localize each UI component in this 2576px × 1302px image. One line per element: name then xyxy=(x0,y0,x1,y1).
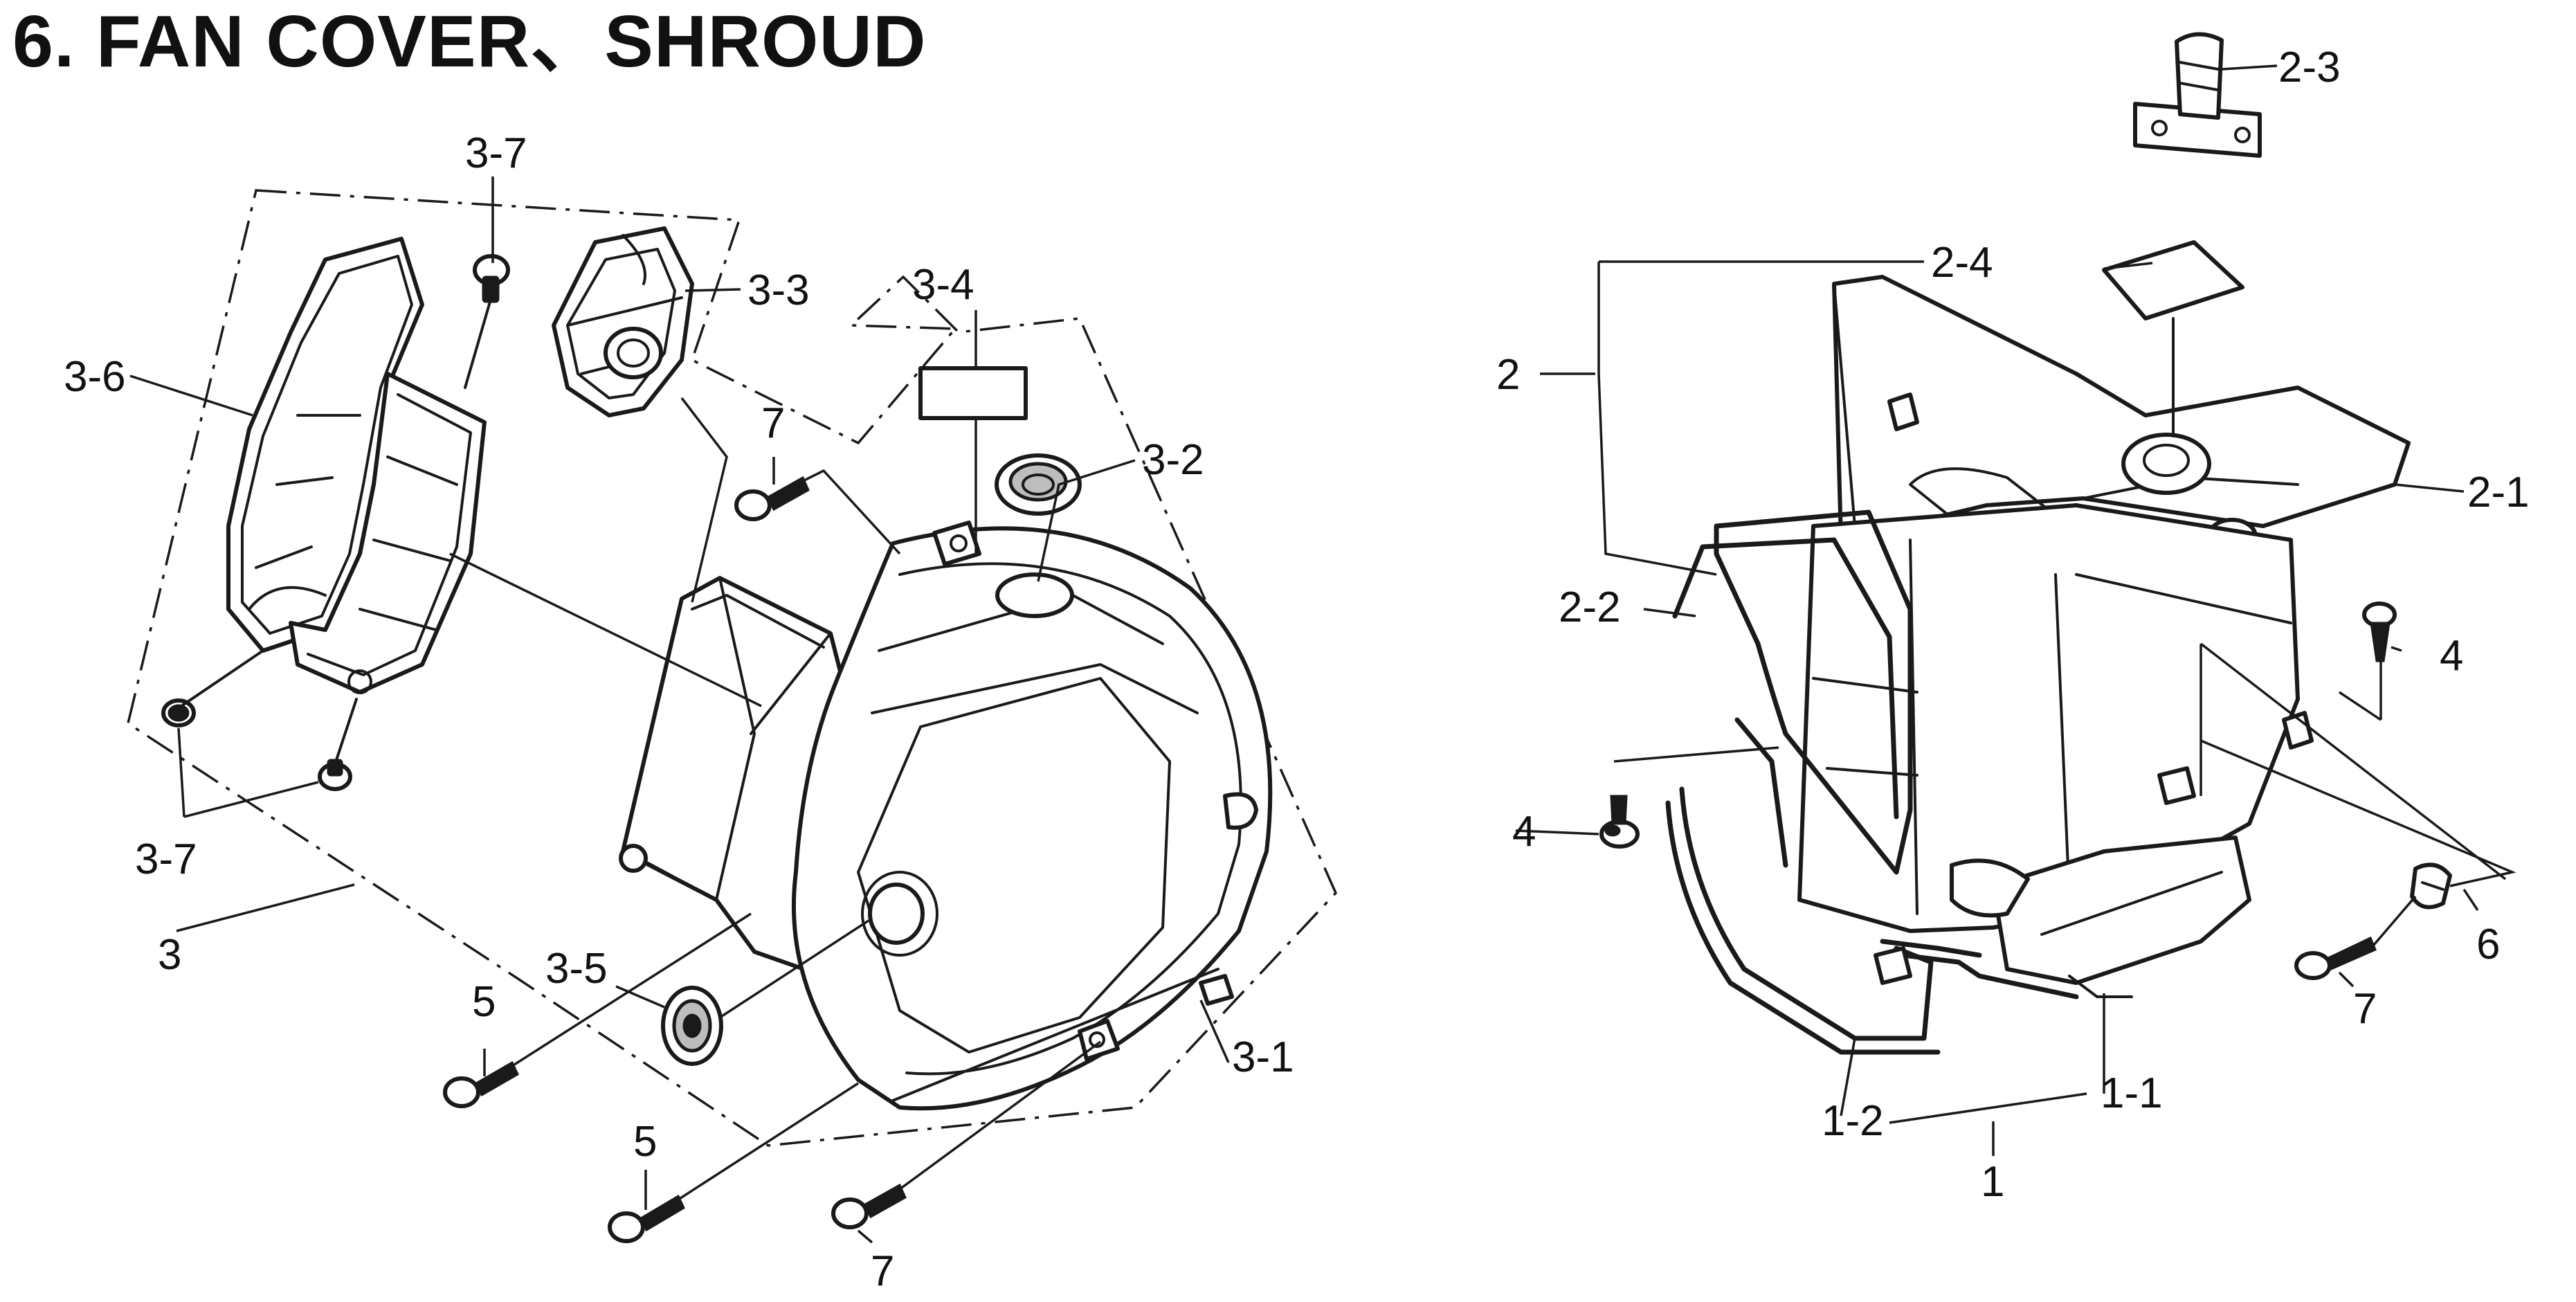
bolt-7-right xyxy=(2294,936,2377,980)
callout-1-1: 1-1 xyxy=(2101,1069,2163,1117)
group-3-boundary xyxy=(127,189,1338,1147)
callout-3-5: 3-5 xyxy=(545,945,608,993)
callout-7-b: 7 xyxy=(871,1247,894,1295)
part-3-4-label xyxy=(918,366,1028,420)
part-1-1-lower-shroud xyxy=(1797,503,2314,998)
callout-2-1: 2-1 xyxy=(2467,469,2530,516)
part-3-5-oil-seal xyxy=(661,919,869,1066)
part-3-1-fan-cover xyxy=(619,521,1273,1111)
screw-3-7-left xyxy=(161,649,264,727)
callout-4-b: 4 xyxy=(1512,808,1536,856)
screw-3-7-right xyxy=(318,698,358,791)
callout-7-a: 7 xyxy=(761,399,785,447)
callout-5-b: 5 xyxy=(633,1118,657,1166)
callout-7-c: 7 xyxy=(2353,985,2377,1033)
callout-3-7-top: 3-7 xyxy=(465,129,527,177)
callout-1-2: 1-2 xyxy=(1822,1097,1884,1145)
screw-4-right xyxy=(2362,602,2402,720)
callout-6: 6 xyxy=(2476,921,2500,968)
part-1-2-seal-strip xyxy=(1665,786,2079,1055)
callout-3-3: 3-3 xyxy=(747,266,810,314)
callout-3-7-bottom: 3-7 xyxy=(135,835,197,883)
callout-3-4: 3-4 xyxy=(912,261,974,309)
diagram-title: 6. FAN COVER、SHROUD xyxy=(12,1,927,82)
part-3-6-duct-cover xyxy=(226,237,487,694)
bolt-5-upper xyxy=(443,912,752,1108)
screw-3-7-top xyxy=(464,254,510,389)
callout-3: 3 xyxy=(158,931,181,979)
callout-2-4: 2-4 xyxy=(1931,239,1993,287)
part-2-3-bracket xyxy=(2133,32,2262,158)
part-3-2-grommet xyxy=(995,453,1082,516)
bolt-7-bottom xyxy=(831,1040,1102,1229)
callout-5-a: 5 xyxy=(472,978,496,1026)
screw-4-left xyxy=(1599,795,1640,849)
callout-2-3: 2-3 xyxy=(2278,44,2341,91)
part-6-clip xyxy=(2410,862,2452,910)
callout-2: 2 xyxy=(1496,351,1520,399)
bolt-7-upper-left xyxy=(734,469,901,555)
callout-4-a: 4 xyxy=(2440,632,2463,680)
part-2-4-pad xyxy=(2102,240,2244,320)
part-3-3-intake-boot xyxy=(552,226,694,417)
callout-1: 1 xyxy=(1981,1158,2004,1206)
callout-2-2: 2-2 xyxy=(1559,584,1621,631)
callout-3-6: 3-6 xyxy=(64,353,126,401)
bolt-5-lower xyxy=(608,1082,859,1243)
callout-3-2: 3-2 xyxy=(1142,436,1204,484)
callout-3-1: 3-1 xyxy=(1232,1033,1294,1081)
